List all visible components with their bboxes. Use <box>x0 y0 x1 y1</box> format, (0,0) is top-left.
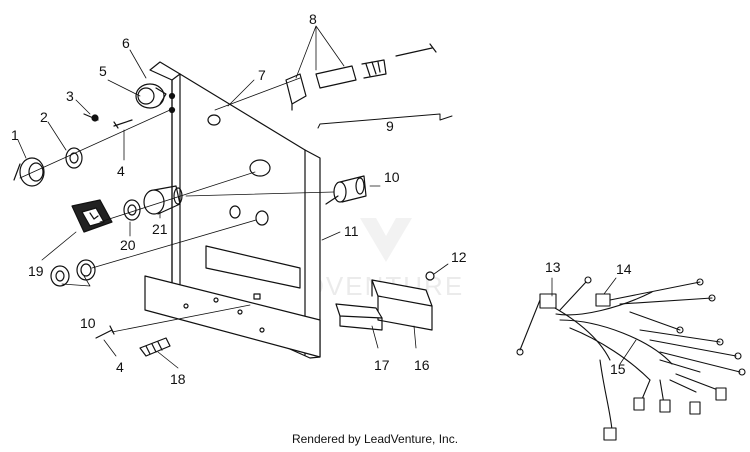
wire-harness-15 <box>516 276 746 441</box>
callout-12: 12 <box>451 249 467 265</box>
callout-17: 17 <box>374 357 390 373</box>
callout-10-upper: 10 <box>384 169 400 185</box>
nuts-10-lower <box>50 259 96 287</box>
callout-labels: 1 2 3 4 4 5 6 7 8 9 10 10 11 12 13 14 15… <box>11 11 632 387</box>
bolt-18 <box>139 337 171 357</box>
lamp-housing <box>135 83 167 109</box>
callout-2: 2 <box>40 109 48 125</box>
nut-1 <box>13 157 45 187</box>
callout-7: 7 <box>258 67 266 83</box>
callout-4-upper: 4 <box>117 163 125 179</box>
screw-4-lower <box>95 325 115 339</box>
diagram-caption: Rendered by LeadVenture, Inc. <box>291 432 459 446</box>
callout-14: 14 <box>616 261 632 277</box>
bracket-17 <box>335 303 383 331</box>
callout-18: 18 <box>170 371 186 387</box>
switch-21 <box>143 185 183 215</box>
leader-lines <box>17 25 637 369</box>
star-washer-2 <box>65 147 83 169</box>
screw-4-upper <box>113 119 133 129</box>
main-panel <box>144 73 321 359</box>
plunger-assembly <box>285 43 437 111</box>
callout-1: 1 <box>11 127 19 143</box>
upper-bracket <box>149 61 221 126</box>
callout-20: 20 <box>120 237 136 253</box>
callout-15: 15 <box>610 361 626 377</box>
callout-19: 19 <box>28 263 44 279</box>
callout-4-lower: 4 <box>116 359 124 375</box>
callout-21: 21 <box>152 221 168 237</box>
bracket-16 <box>371 279 433 331</box>
callout-13: 13 <box>545 259 561 275</box>
callout-9: 9 <box>386 118 394 134</box>
callout-5: 5 <box>99 63 107 79</box>
callout-3: 3 <box>66 88 74 104</box>
nut-12 <box>425 271 435 281</box>
toggle-switch-10 <box>325 175 367 205</box>
switch-plate-19 <box>71 199 113 233</box>
callout-11: 11 <box>344 223 359 239</box>
screw-3 <box>83 113 99 122</box>
callout-8: 8 <box>309 11 317 27</box>
callout-10-lower: 10 <box>80 315 96 331</box>
callout-6: 6 <box>122 35 130 51</box>
callout-16: 16 <box>414 357 430 373</box>
